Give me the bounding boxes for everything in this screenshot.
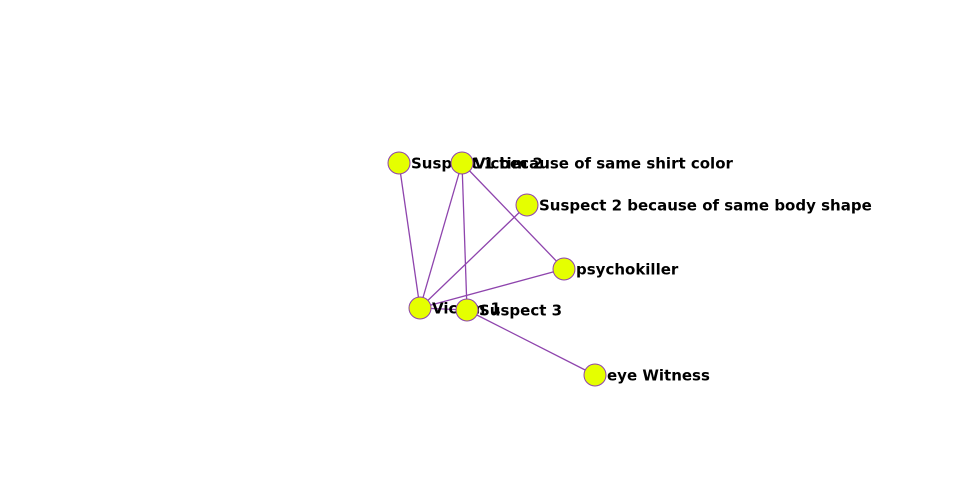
node-label: Suspect 1 because of same shirt color — [411, 155, 734, 173]
node-label: Victim 2 — [474, 155, 543, 173]
node-circle[interactable] — [552, 257, 576, 281]
node-eyewitness[interactable]: eye Witness — [583, 363, 710, 387]
edge-victim2-psychokiller — [461, 162, 565, 270]
node-circle[interactable] — [515, 193, 539, 217]
edges-layer — [398, 162, 596, 376]
edge-suspect2-victim1 — [419, 204, 528, 309]
node-psychokiller[interactable]: psychokiller — [552, 257, 679, 281]
node-suspect3[interactable]: Suspect 3 — [455, 298, 562, 322]
edge-victim2-victim1 — [419, 162, 463, 309]
node-label: Suspect 2 because of same body shape — [539, 197, 872, 215]
node-circle[interactable] — [387, 151, 411, 175]
node-circle[interactable] — [583, 363, 607, 387]
edge-psychokiller-victim1 — [419, 268, 565, 309]
nodes-layer: Suspect 1 because of same shirt colorVic… — [387, 151, 872, 387]
node-label: psychokiller — [576, 261, 679, 279]
node-suspect1[interactable]: Suspect 1 because of same shirt color — [387, 151, 734, 175]
node-circle[interactable] — [455, 298, 479, 322]
edge-victim2-suspect3 — [461, 162, 468, 311]
node-suspect2[interactable]: Suspect 2 because of same body shape — [515, 193, 872, 217]
node-victim2[interactable]: Victim 2 — [450, 151, 543, 175]
node-label: Suspect 3 — [479, 302, 562, 320]
edge-suspect3-eyewitness — [466, 309, 596, 376]
node-label: eye Witness — [607, 367, 710, 385]
node-circle[interactable] — [450, 151, 474, 175]
node-circle[interactable] — [408, 296, 432, 320]
edge-suspect1-victim1 — [398, 162, 421, 309]
